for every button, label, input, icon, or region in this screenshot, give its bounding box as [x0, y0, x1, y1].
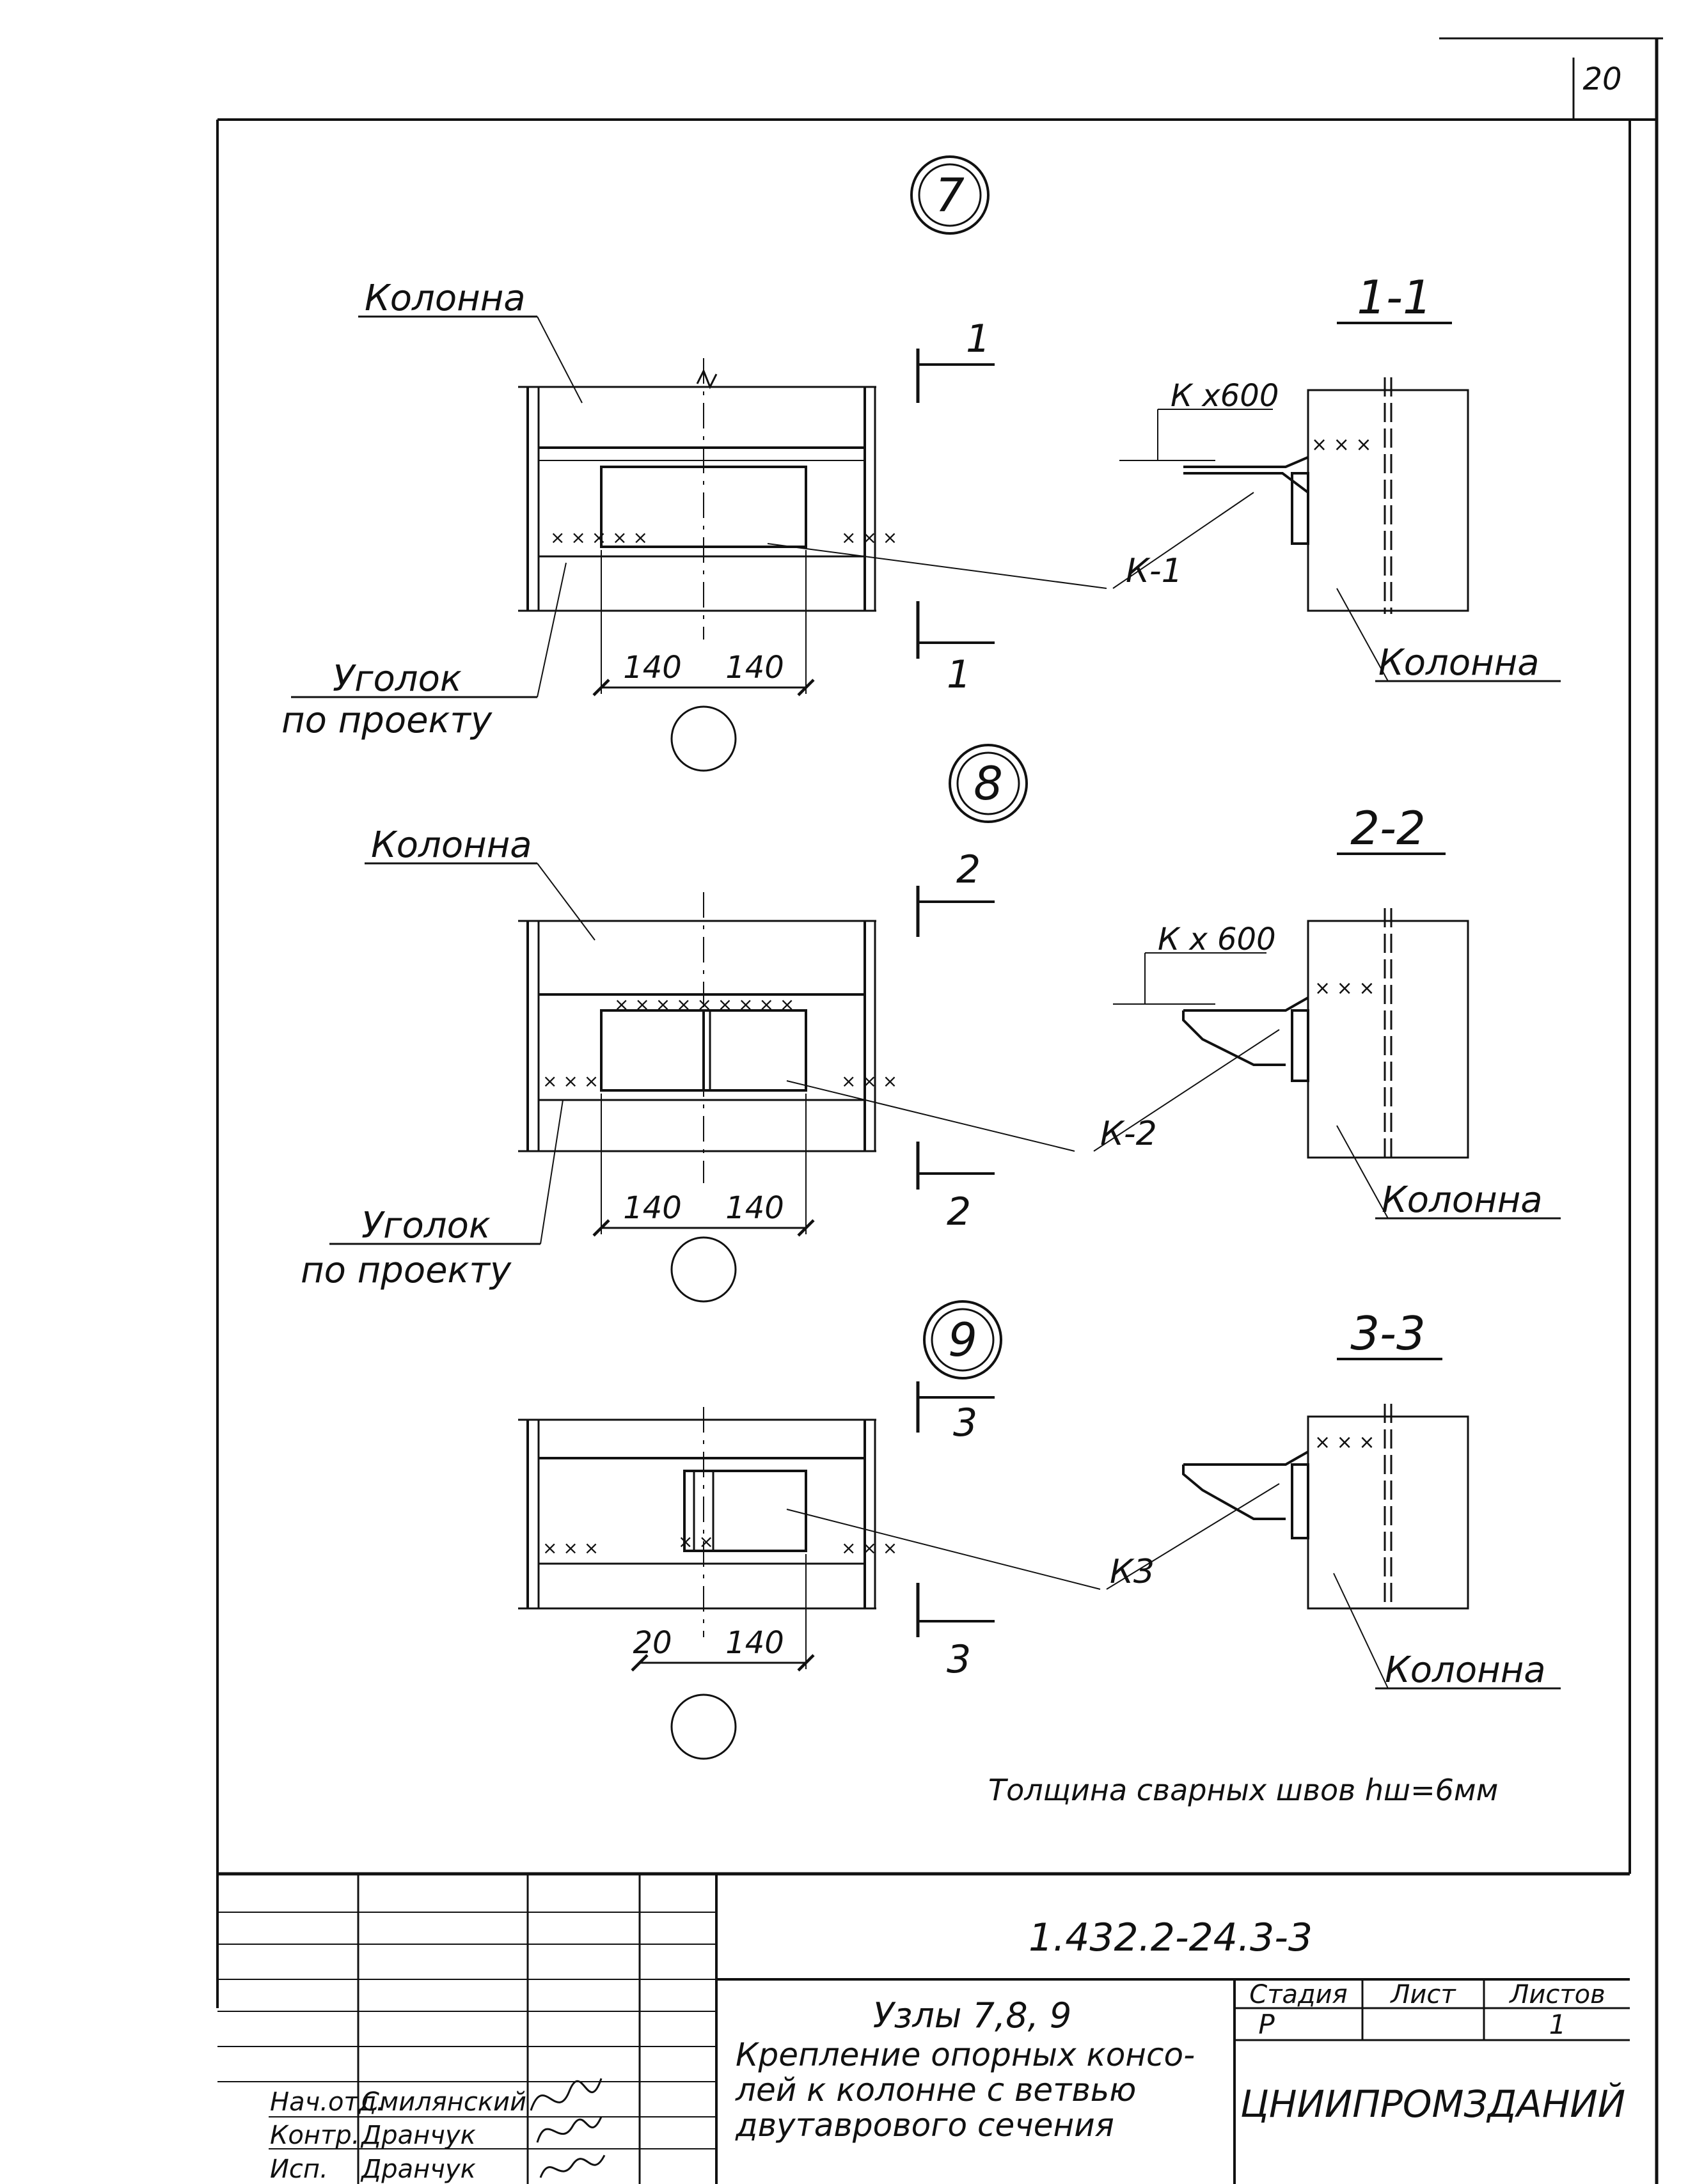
node-7-section-column-label: Колонна: [1378, 642, 1540, 684]
sheet-frame: [216, 37, 1663, 2184]
node-8-column-label: Колонна: [371, 824, 532, 866]
node-8-number: 8: [974, 757, 1003, 810]
node-7-console-label: К-1: [1126, 552, 1183, 590]
node-7-angle-label-2: по проекту: [281, 700, 493, 741]
node-7-section-title: 1-1: [1357, 271, 1432, 324]
node-9-section-mark-top: 3: [953, 1401, 977, 1445]
sheets-header: Листов: [1508, 1980, 1605, 2009]
svg-text:× × ×: × × ×: [1314, 977, 1375, 1000]
node-8-kx-label: К x 600: [1158, 922, 1276, 957]
node-8-section-column-label: Колонна: [1382, 1179, 1543, 1221]
node-7-column-label: Колонна: [365, 278, 526, 319]
node-7-number: 7: [935, 168, 965, 222]
svg-text:× × × × × × × × ×: × × × × × × × × ×: [614, 994, 794, 1015]
node-9-section-mark-bottom: 3: [947, 1637, 971, 1682]
node-8-section-mark-top: 2: [956, 847, 981, 892]
signature-name-2: Дранчук: [360, 2121, 476, 2150]
node-9-section: 3-3 × × × К3 Колонна: [1106, 1307, 1561, 1691]
svg-text:× × ×: × × ×: [542, 1537, 599, 1559]
node-9-console-label: К3: [1110, 1553, 1155, 1591]
node-9: 9 × × × × × × × × 20 140 3: [518, 1300, 1561, 1760]
node-7: 7 × × × × × × × × 140 140: [281, 155, 1561, 772]
svg-text:× × ×: × × ×: [841, 527, 897, 548]
handwritten-signatures: [530, 2078, 606, 2178]
svg-text:× ×: × ×: [678, 1531, 714, 1552]
svg-text:× × ×: × × ×: [542, 1071, 599, 1092]
title-line-4: двутаврового сечения: [735, 2107, 1114, 2144]
signature-name-3: Дранчук: [360, 2155, 476, 2184]
signature-name-1: Смилянский: [361, 2087, 526, 2117]
weld-note: Толщина сварных швов hш=6мм: [988, 1773, 1498, 1807]
node-7-dim-right: 140: [725, 650, 784, 686]
stage-header: Стадия: [1249, 1980, 1347, 2009]
node-9-dim-right: 140: [725, 1625, 784, 1661]
stage-value: Р: [1258, 2009, 1275, 2040]
node-8-marker: [949, 744, 1028, 823]
sheet-header: Лист: [1389, 1980, 1456, 2009]
node-8-elevation: × × × × × × × × × × × × × × × 140 140 2 …: [301, 824, 1075, 1303]
node-8-axis-circle: [670, 1236, 737, 1303]
svg-text:× × ×: × × ×: [841, 1537, 897, 1559]
title-line-3: лей к колонне с ветвью: [735, 2071, 1136, 2109]
svg-text:× × ×: × × ×: [1311, 434, 1371, 456]
node-9-axis-circle: [670, 1693, 737, 1760]
organization: ЦНИИПРОМЗДАНИЙ: [1240, 2082, 1625, 2126]
node-7-section-mark-bottom: 1: [947, 652, 971, 697]
node-8-section-mark-bottom: 2: [947, 1190, 971, 1234]
node-8-section-title: 2-2: [1350, 801, 1426, 855]
doc-code: 1.432.2-24.3-3: [1029, 1915, 1313, 1960]
signature-role-2: Контр.: [270, 2121, 359, 2150]
title-block: 1.432.2-24.3-3 Узлы 7,8, 9 Крепление опо…: [217, 1872, 1630, 2184]
node-8-dim-right: 140: [725, 1190, 784, 1226]
node-9-section-column-label: Колонна: [1385, 1649, 1546, 1691]
node-7-kx-label: К x600: [1171, 378, 1279, 414]
node-8-section: 2-2 × × × К x 600 К-2 Колонна: [1093, 801, 1561, 1221]
node-7-dim-left: 140: [623, 650, 682, 686]
node-7-section-mark-top: 1: [966, 317, 990, 361]
node-7-angle-label-1: Уголок: [333, 658, 462, 700]
signature-role-3: Исп.: [270, 2155, 328, 2184]
svg-text:× × ×: × × ×: [841, 1071, 897, 1092]
title-line-1: Узлы 7,8, 9: [873, 1995, 1072, 2036]
title-line-2: Крепление опорных консо-: [736, 2036, 1195, 2073]
node-8-angle-label-1: Уголок: [361, 1205, 491, 1246]
node-8-console-label: К-2: [1100, 1115, 1157, 1153]
node-7-section: 1-1 × × × К x600 К-1 Колонна: [1112, 271, 1561, 684]
signature-role-1: Нач.отд.: [270, 2087, 384, 2117]
node-9-marker: [923, 1300, 1002, 1379]
node-9-number: 9: [948, 1313, 977, 1367]
node-9-elevation: × × × × × × × × 20 140 3 3: [518, 1381, 1101, 1760]
svg-text:× × ×: × × ×: [1314, 1431, 1375, 1454]
svg-text:× × × × ×: × × × × ×: [550, 527, 648, 548]
node-8-angle-label-2: по проекту: [301, 1250, 512, 1291]
node-7-marker: [910, 155, 990, 235]
sheets-value: 1: [1549, 2009, 1566, 2040]
node-9-dim-left: 20: [633, 1625, 672, 1661]
page-number: 20: [1582, 61, 1621, 97]
node-8: 8 × × × × × × × × × × × × × × × 140 140: [301, 744, 1561, 1303]
node-9-section-title: 3-3: [1350, 1307, 1426, 1360]
node-7-axis-circle: [670, 705, 737, 772]
node-7-elevation: × × × × × × × × 140 140 1 1 Колонна Угол…: [281, 278, 1107, 772]
node-8-dim-left: 140: [623, 1190, 682, 1226]
